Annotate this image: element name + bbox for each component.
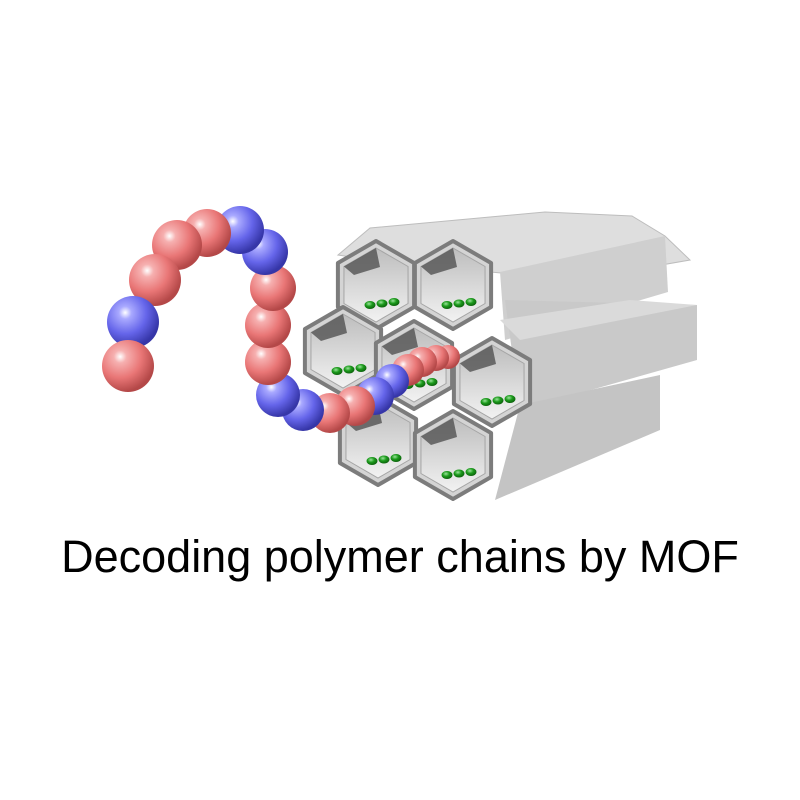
binding-site: [390, 454, 402, 462]
channel-shadow: [420, 418, 457, 445]
binding-site: [364, 301, 376, 309]
binding-site: [355, 364, 367, 372]
monomer-a: [245, 339, 291, 385]
binding-site: [465, 298, 477, 306]
binding-site: [366, 457, 378, 465]
caption: Decoding polymer chains by MOF: [61, 531, 739, 582]
binding-site: [465, 468, 477, 476]
monomer-a: [129, 254, 181, 306]
binding-site: [504, 395, 516, 403]
binding-site: [441, 301, 453, 309]
binding-site: [426, 378, 438, 386]
binding-site: [453, 469, 465, 478]
binding-site: [378, 455, 390, 464]
binding-site: [343, 365, 355, 374]
monomer-a: [102, 340, 154, 392]
channel-shadow: [420, 248, 457, 275]
channel-shadow: [381, 328, 418, 355]
binding-site: [331, 367, 343, 375]
channel: [335, 239, 417, 331]
monomer-b: [107, 296, 159, 348]
channel: [412, 409, 494, 501]
monomer-a: [245, 302, 291, 348]
framework-side-lower: [495, 375, 660, 500]
channel-shadow: [459, 345, 496, 372]
channel: [412, 239, 494, 331]
polymer-chain: [102, 206, 460, 433]
channel-shadow: [310, 314, 347, 341]
binding-site: [480, 398, 492, 406]
binding-site: [376, 299, 388, 308]
binding-site: [441, 471, 453, 479]
binding-site: [453, 299, 465, 308]
binding-site: [492, 396, 504, 405]
framework-top-mid: [500, 300, 697, 340]
channel: [302, 305, 384, 397]
binding-site: [388, 298, 400, 306]
channel-shadow: [343, 248, 380, 275]
mof-channels: [302, 239, 533, 501]
channel: [451, 336, 533, 428]
monomer-a: [250, 265, 296, 311]
